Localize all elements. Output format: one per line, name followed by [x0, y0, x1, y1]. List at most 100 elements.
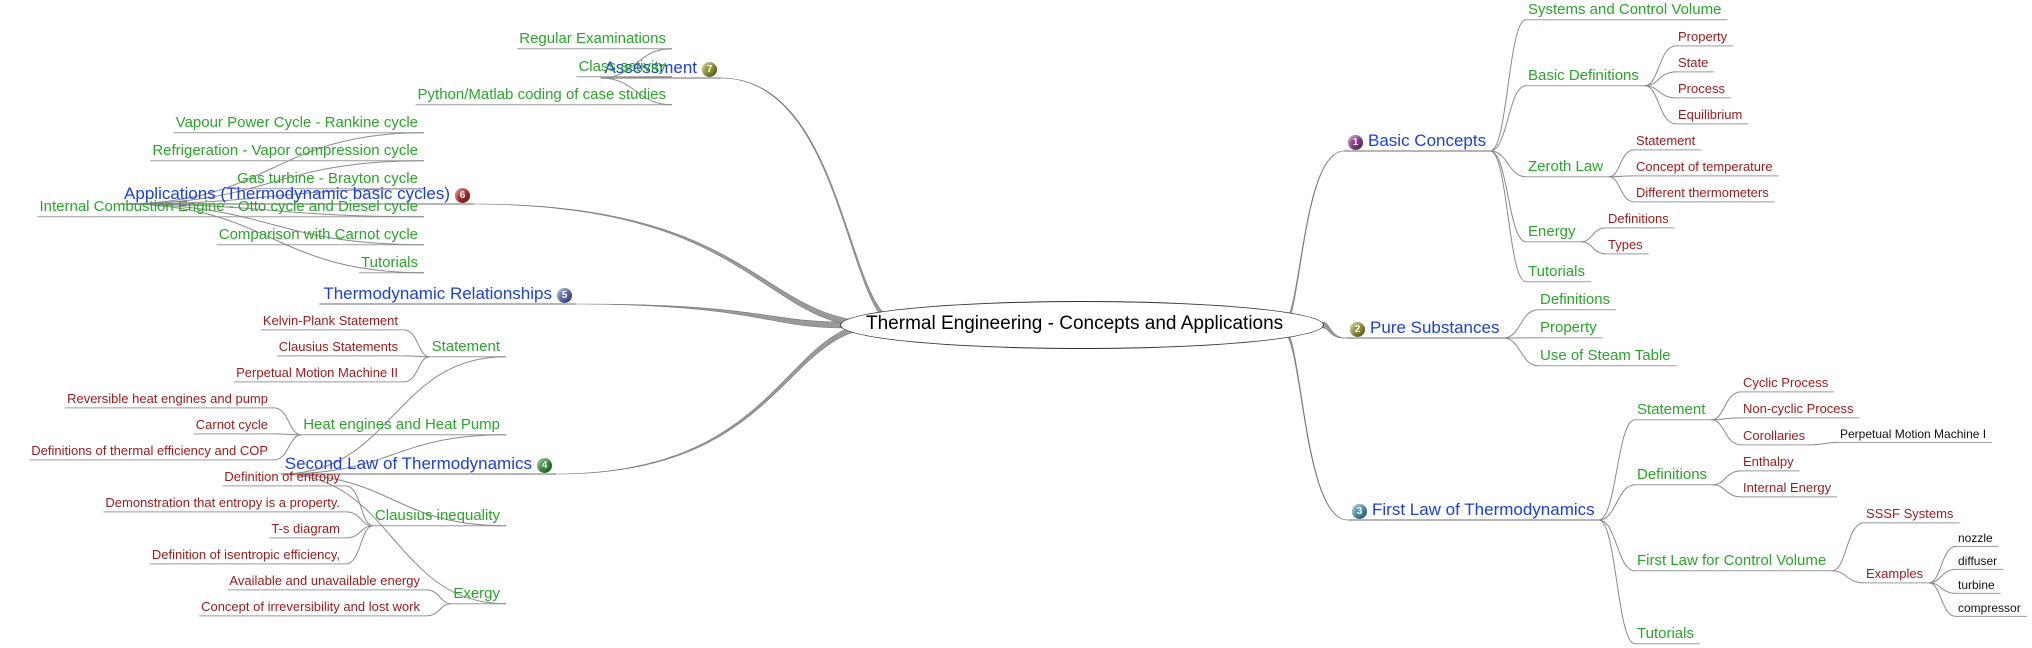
topic-definitions[interactable]: Definitions	[1540, 290, 1611, 308]
priority-badge-icon: 7	[702, 62, 717, 77]
topic-process[interactable]: Process	[1678, 81, 1725, 97]
priority-badge-icon: 3	[1352, 504, 1367, 519]
connector-line	[345, 485, 374, 527]
priority-badge-icon: 6	[455, 188, 470, 203]
branch-basic-concepts[interactable]: Basic Concepts	[1368, 131, 1487, 150]
topic-state[interactable]: State	[1678, 55, 1709, 71]
topic-vapour-power-cycle-rankine-cycle[interactable]: Vapour Power Cycle - Rankine cycle	[175, 113, 418, 131]
connector-line	[425, 589, 452, 605]
connector-line	[273, 434, 302, 461]
topic-tutorials[interactable]: Tutorials	[361, 253, 418, 271]
topic-cyclic-process[interactable]: Cyclic Process	[1743, 375, 1829, 391]
topic-corollaries[interactable]: Corollaries	[1743, 428, 1806, 444]
topic-available-and-unavailable-energy[interactable]: Available and unavailable energy	[229, 573, 420, 589]
topic-internal-combustion-engine-otto-cycle-and-diesel-cycle[interactable]: Internal Combustion Engine - Otto cycle …	[39, 197, 418, 215]
topic-definition-of-isentropic-efficiency[interactable]: Definition of isentropic efficiency,	[151, 547, 340, 563]
topic-exergy[interactable]: Exergy	[453, 584, 500, 602]
priority-badge-icon: 1	[1348, 135, 1363, 150]
topic-turbine[interactable]: turbine	[1958, 578, 1995, 592]
central-topic-oval[interactable]	[840, 301, 1324, 349]
topic-internal-energy[interactable]: Internal Energy	[1743, 480, 1832, 496]
connector-line	[1644, 45, 1677, 87]
connector-line	[345, 511, 373, 527]
connector-line	[280, 434, 507, 475]
topic-compressor[interactable]: compressor	[1958, 601, 2021, 615]
connector-line	[1608, 149, 1635, 178]
topic-t-s-diagram[interactable]: T-s diagram	[271, 521, 340, 537]
topic-regular-examinations[interactable]: Regular Examinations	[519, 29, 666, 47]
connector-line	[120, 203, 425, 274]
topic-definitions[interactable]: Definitions	[1637, 465, 1708, 483]
connector-line	[1811, 441, 1839, 446]
connector-line	[1503, 337, 1539, 367]
branch-applications-thermodynamic-basic-cycles[interactable]: Applications (Thermodynamic basic cycles…	[124, 184, 450, 203]
topic-basic-definitions[interactable]: Basic Definitions	[1528, 66, 1639, 84]
topic-first-law-for-control-volume[interactable]: First Law for Control Volume	[1637, 551, 1827, 569]
topic-tutorials[interactable]: Tutorials	[1637, 624, 1694, 642]
connector-line	[1644, 85, 1677, 125]
topic-statement[interactable]: Statement	[1637, 400, 1706, 418]
connector-line	[280, 473, 507, 605]
topic-gas-turbine-brayton-cycle[interactable]: Gas turbine - Brayton cycle	[237, 169, 418, 187]
branch-second-law-of-thermodynamics[interactable]: Second Law of Thermodynamics	[284, 454, 532, 473]
connector-line	[120, 132, 425, 205]
topic-reversible-heat-engines-and-pump[interactable]: Reversible heat engines and pump	[67, 391, 268, 407]
topic-definitions-of-thermal-efficiency-and-cop[interactable]: Definitions of thermal efficiency and CO…	[31, 443, 268, 459]
topic-kelvin-plank-statement[interactable]: Kelvin-Plank Statement	[262, 313, 398, 329]
topic-diffuser[interactable]: diffuser	[1958, 554, 1998, 568]
topic-zeroth-law[interactable]: Zeroth Law	[1528, 157, 1604, 175]
topic-class-activity[interactable]: Class activity	[578, 57, 666, 75]
topic-enthalpy[interactable]: Enthalpy	[1743, 454, 1794, 470]
topic-statement[interactable]: Statement	[431, 337, 500, 355]
topic-types[interactable]: Types	[1608, 237, 1643, 253]
connector-line	[1711, 391, 1742, 421]
connector-line	[1503, 309, 1539, 339]
topic-clausius-inequality[interactable]: Clausius inequality	[374, 506, 500, 524]
topic-statement[interactable]: Statement	[1636, 133, 1696, 149]
topic-comparison-with-carnot-cycle[interactable]: Comparison with Carnot cycle	[218, 225, 418, 243]
topic-nozzle[interactable]: nozzle	[1958, 531, 1993, 545]
connector-line	[120, 160, 425, 205]
connector-line	[600, 77, 673, 106]
topic-non-cyclic-process[interactable]: Non-cyclic Process	[1743, 401, 1854, 417]
branch-first-law-of-thermodynamics[interactable]: First Law of Thermodynamics	[1372, 500, 1595, 519]
priority-badge-icon: 5	[557, 288, 572, 303]
topic-perpetual-motion-machine-i[interactable]: Perpetual Motion Machine I	[1840, 427, 1987, 441]
connector-line	[1711, 419, 1742, 446]
topic-sssf-systems[interactable]: SSSF Systems	[1866, 506, 1954, 522]
topic-refrigeration-vapor-compression-cycle[interactable]: Refrigeration - Vapor compression cycle	[152, 141, 418, 159]
topic-systems-and-control-volume[interactable]: Systems and Control Volume	[1528, 0, 1722, 18]
topic-equilibrium[interactable]: Equilibrium	[1678, 107, 1743, 123]
topic-clausius-statements[interactable]: Clausius Statements	[278, 339, 398, 355]
topic-demonstration-that-entropy-is-a-property[interactable]: Demonstration that entropy is a property…	[105, 495, 340, 511]
connector-line	[1608, 176, 1635, 203]
topic-property[interactable]: Property	[1540, 318, 1597, 336]
branch-connector	[555, 321, 881, 475]
connector-line	[1598, 419, 1636, 521]
topic-different-thermometers[interactable]: Different thermometers	[1636, 185, 1769, 201]
branch-pure-substances[interactable]: Pure Substances	[1370, 318, 1500, 337]
topic-property[interactable]: Property	[1678, 29, 1728, 45]
topic-perpetual-motion-machine-ii[interactable]: Perpetual Motion Machine II	[236, 365, 398, 381]
topic-examples[interactable]: Examples	[1866, 566, 1924, 582]
topic-tutorials[interactable]: Tutorials	[1528, 262, 1585, 280]
connector-line	[403, 356, 430, 383]
topic-definitions[interactable]: Definitions	[1608, 211, 1669, 227]
topic-energy[interactable]: Energy	[1528, 222, 1576, 240]
topic-concept-of-irreversibility-and-lost-work[interactable]: Concept of irreversibility and lost work	[201, 599, 420, 615]
central-topic[interactable]: Thermal Engineering - Concepts and Appli…	[866, 313, 1284, 334]
connector-line	[1489, 150, 1527, 243]
topic-python-matlab-coding-of-case-studies[interactable]: Python/Matlab coding of case studies	[417, 85, 666, 103]
priority-badge-icon: 4	[537, 458, 552, 473]
branch-assessment[interactable]: Assessment	[604, 58, 697, 77]
topic-concept-of-temperature[interactable]: Concept of temperature	[1636, 159, 1773, 175]
topic-heat-engines-and-heat-pump[interactable]: Heat engines and Heat Pump	[303, 415, 500, 433]
connector-line	[1832, 570, 1865, 584]
topic-use-of-steam-table[interactable]: Use of Steam Table	[1540, 346, 1671, 364]
topic-carnot-cycle[interactable]: Carnot cycle	[195, 417, 268, 433]
connector-line	[1711, 417, 1742, 421]
connector-line	[1928, 545, 1957, 584]
topic-definition-of-entropy[interactable]: Definition of entropy	[224, 469, 340, 485]
branch-thermodynamic-relationships[interactable]: Thermodynamic Relationships	[323, 284, 552, 303]
connector-line	[120, 188, 425, 205]
